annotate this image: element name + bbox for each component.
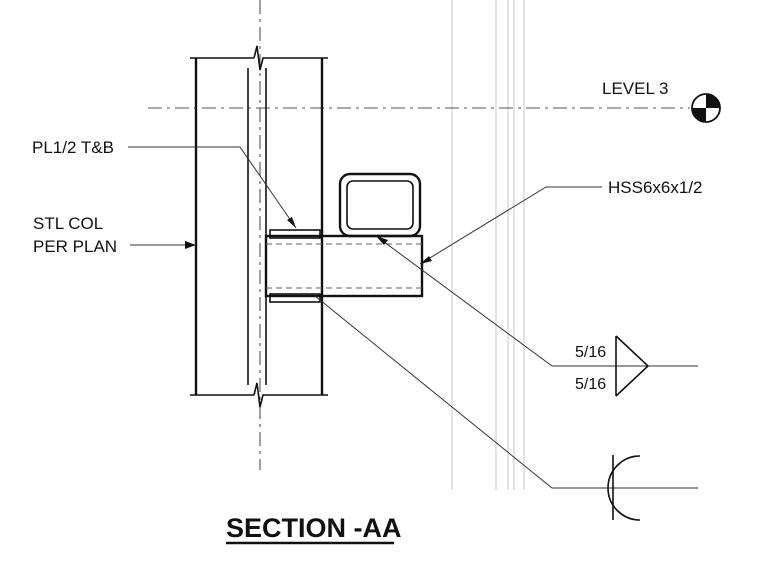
column-callout-line2: PER PLAN (33, 237, 117, 256)
weld-size-bottom: 5/16 (575, 376, 606, 393)
hss-callout: HSS6x6x1/2 (608, 178, 703, 197)
level-label: LEVEL 3 (602, 79, 668, 98)
connection-plates (269, 229, 321, 303)
hss-tube-section (338, 172, 422, 238)
field-weld-arc-symbol (607, 455, 641, 521)
level-datum-symbol (691, 93, 721, 123)
section-title: SECTION -AA (226, 513, 402, 543)
weld-size-top: 5/16 (575, 344, 606, 361)
background-lines (451, 0, 525, 490)
hss-member (264, 234, 424, 298)
plate-callout: PL1/2 T&B (32, 138, 114, 157)
column-callout-line1: STL COL (33, 214, 103, 233)
leader-lines (128, 146, 698, 489)
weld-symbol (615, 335, 650, 397)
steel-column (190, 45, 328, 408)
